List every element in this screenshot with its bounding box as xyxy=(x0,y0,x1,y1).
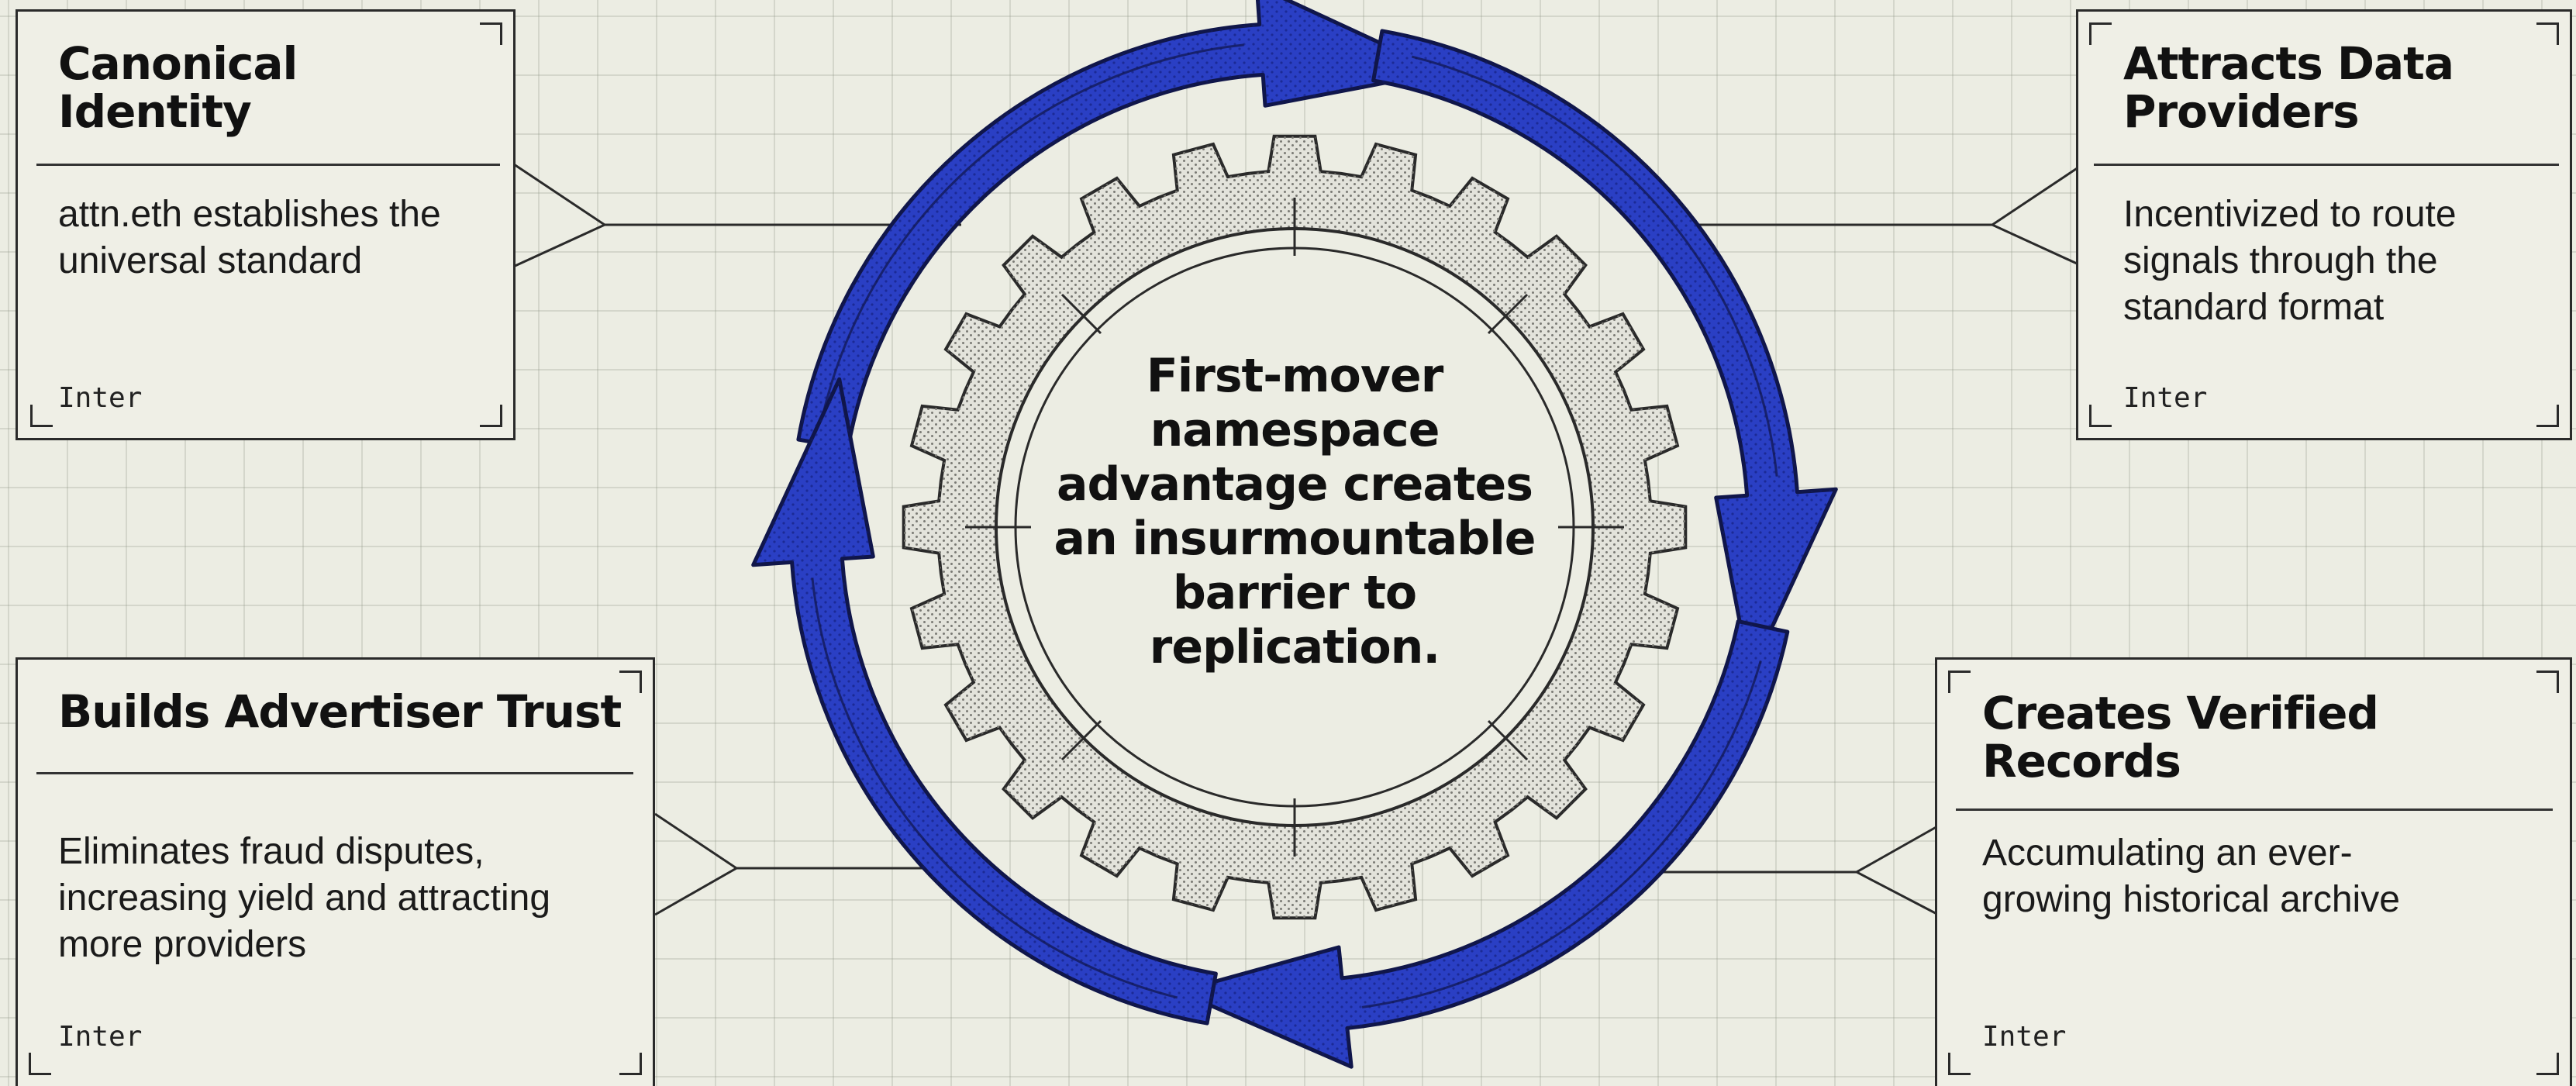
center-statement: First-mover namespace advantage creates … xyxy=(1054,349,1536,674)
corner-bracket xyxy=(2536,671,2559,693)
font-tag: Inter xyxy=(2123,382,2208,414)
card-title: Attracts Data Providers xyxy=(2123,37,2454,138)
cycle-arrow-texture xyxy=(1178,621,1788,1067)
font-tag: Inter xyxy=(58,382,143,414)
corner-bracket xyxy=(480,22,502,45)
card-builds-advertiser-trust: Builds Advertiser Trust Eliminates fraud… xyxy=(16,657,655,1086)
divider xyxy=(36,772,633,774)
card-title: Creates Verified Records xyxy=(1982,687,2379,788)
font-tag: Inter xyxy=(58,1021,143,1053)
cycle-arrow-texture xyxy=(753,379,1216,1024)
divider xyxy=(1956,808,2553,811)
card-canonical-identity: Canonical Identity attn.eth establishes … xyxy=(16,9,516,440)
divider xyxy=(36,164,500,166)
card-attracts-data-providers: Attracts Data Providers Incentivized to … xyxy=(2076,9,2572,440)
gear-icon xyxy=(902,134,1688,920)
card-creates-verified-records: Creates Verified Records Accumulating an… xyxy=(1935,657,2572,1086)
connector-records xyxy=(1854,820,1947,920)
cycle-arrow-inner-line xyxy=(1411,55,1778,477)
connector-providers xyxy=(1989,161,2086,269)
corner-bracket xyxy=(619,1053,642,1075)
connector-trust xyxy=(654,812,739,916)
card-title: Canonical Identity xyxy=(58,37,298,138)
corner-bracket xyxy=(30,405,53,427)
divider xyxy=(2094,164,2559,166)
corner-bracket xyxy=(2536,405,2559,427)
cycle-arrow-inner-line xyxy=(1361,660,1762,1008)
card-body: Accumulating an ever-growing historical … xyxy=(1982,833,2400,920)
cycle-arrow-texture xyxy=(1373,30,1836,675)
font-tag: Inter xyxy=(1982,1021,2067,1053)
cycle-arrow-inner-line xyxy=(822,43,1244,411)
corner-bracket xyxy=(1948,671,1971,693)
cycle-arrow-inner-line xyxy=(811,577,1178,999)
card-body: Eliminates fraud disputes, increasing yi… xyxy=(58,831,551,965)
connector-canonical xyxy=(511,161,608,269)
corner-bracket xyxy=(2536,22,2559,45)
card-body: Incentivized to route signals through th… xyxy=(2123,194,2457,328)
corner-bracket xyxy=(619,671,642,693)
corner-bracket xyxy=(29,1053,51,1075)
cycle-arrows xyxy=(751,0,1838,1069)
corner-bracket xyxy=(1948,1053,1971,1075)
corner-bracket xyxy=(480,405,502,427)
corner-bracket xyxy=(2089,405,2112,427)
card-body: attn.eth establishes the universal stand… xyxy=(58,194,441,281)
corner-bracket xyxy=(2089,22,2112,45)
corner-bracket xyxy=(2536,1053,2559,1075)
card-title: Builds Advertiser Trust xyxy=(58,685,622,738)
